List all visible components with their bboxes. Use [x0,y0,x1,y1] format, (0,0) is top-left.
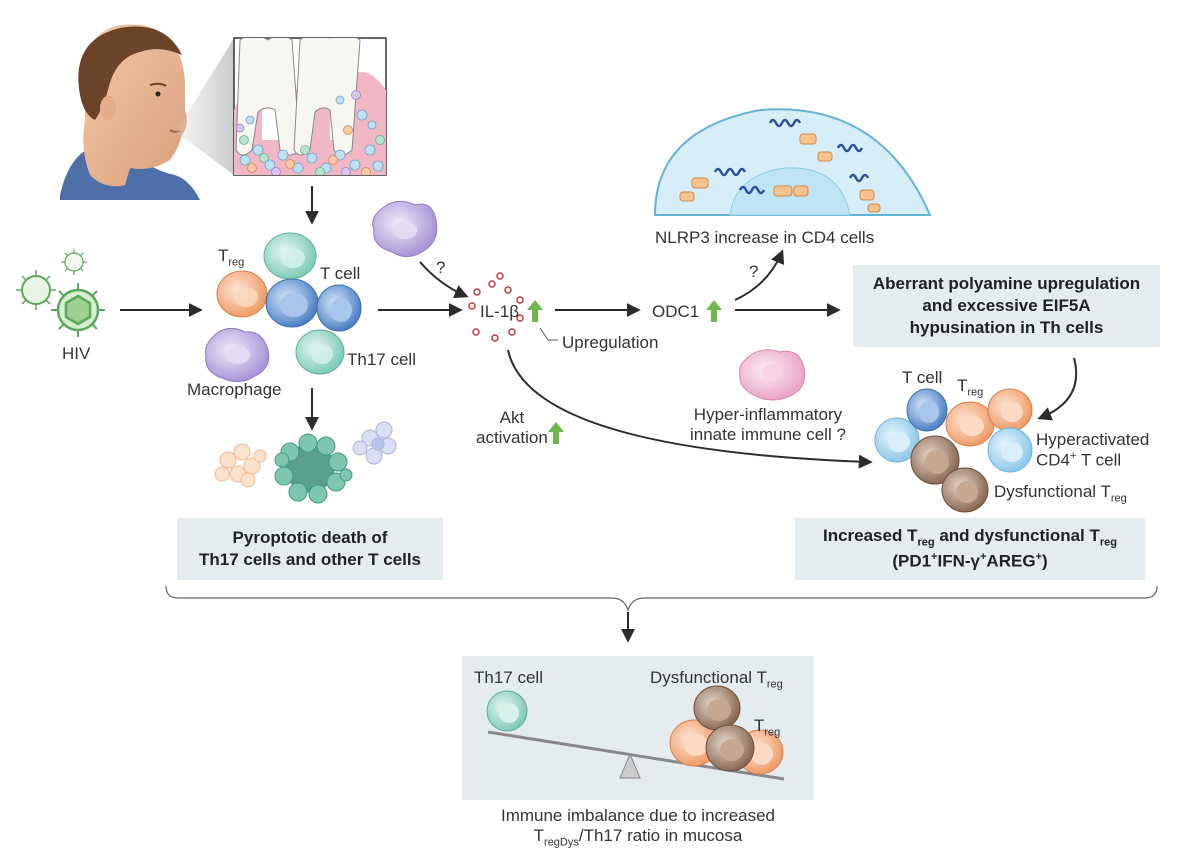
zoom-wedge [176,38,234,175]
t-cell-label: T cell [320,264,361,283]
dysfunctional-treg-label: Dysfunctional Treg [994,482,1127,505]
hyperactivated-end: T cell [1076,450,1122,470]
pyroptotic-death-box: Pyroptotic death of Th17 cells and other… [177,518,443,580]
treg-cell [216,270,268,318]
th17-cell-top [263,232,317,280]
increased-line2: (PD1+IFN-γ+AREG+) [823,550,1117,573]
caption: Immune imbalance due to increased TregDy… [462,806,814,849]
hyperactivated-label: Hyperactivated CD4+ T cell [1036,430,1149,470]
hyperactivated-line1: Hyperactivated [1036,430,1150,449]
pyroptotic-line2: Th17 cells and other T cells [198,550,422,569]
flow-arrows [120,186,1078,643]
increased-sup1: + [931,550,938,563]
balance-dysfunctional-label: Dysfunctional Treg [650,668,783,691]
polyamine-line1: Aberrant polyamine upregulation [872,273,1141,293]
macrophage-cell-top [372,200,438,257]
hiv-virus-icon [16,249,105,337]
patient-head-illustration [60,24,200,200]
increased-b: and dysfunctional T [934,526,1100,546]
akt-line2: activation [476,427,548,447]
th17-cell-label: Th17 cell [347,350,416,369]
hyper-innate-line1: Hyper-inflammatory [693,405,843,424]
increased-l2a: (PD1 [892,551,932,571]
caption-line1: Immune imbalance due to increased [500,806,776,825]
question-mark-nlrp3: ? [749,262,759,281]
caption-t: T [533,825,545,845]
il1b-label: IL-1β [480,302,520,321]
polyamine-upregulation-box: Aberrant polyamine upregulation and exce… [853,265,1160,347]
increased-a: Increased T [822,526,918,546]
polyamine-line2: and excessive EIF5A [922,295,1091,315]
caption-sub: regDys [544,835,579,848]
increased-line1: Increased Treg and dysfunctional Treg [823,525,1117,550]
odc1-label: ODC1 [652,302,700,321]
balance-treg-sub: reg [764,726,781,739]
polyamine-line3: hypusination in Th cells [909,318,1104,338]
hiv-label: HIV [62,344,91,363]
akt-line1: Akt [499,408,525,427]
hyper-innate-line2: innate immune cell ? [690,424,846,444]
increased-sup2: + [979,550,987,563]
balance-treg-base: T [754,716,765,735]
th17-cell-bottom [295,329,345,375]
treg-label-sub: reg [228,256,245,269]
t-cell-right [316,284,362,332]
balance-scale [486,685,785,781]
akt-activation-label: Akt activation [476,408,548,447]
increased-sub1: reg [917,536,935,549]
hyperactivated-cd4: CD4 [1036,450,1071,470]
balance-th17-label: Th17 cell [474,668,543,687]
hyperactivated-line2: CD4+ T cell [1036,450,1149,470]
increased-l2c: AREG [986,551,1036,571]
il1b-cytokine-dots [468,272,524,342]
increased-sup3: + [1035,550,1042,563]
gum-tissue-inset [233,37,387,176]
hyper-innate-label: Hyper-inflammatory innate immune cell ? [690,405,846,444]
right-treg-base: T [957,376,968,395]
increased-treg-box: Increased Treg and dysfunctional Treg (P… [795,518,1145,580]
hyperactivated-sup: + [1070,449,1077,462]
treg-label: Treg [218,246,244,269]
dysfunctional-base: Dysfunctional T [994,482,1111,501]
increased-sub2: reg [1099,536,1118,549]
nlrp3-label: NLRP3 increase in CD4 cells [655,228,875,247]
increased-l2d: ) [1041,551,1048,571]
upregulation-connector [539,327,558,341]
balance-treg-label: Treg [754,716,780,739]
right-treg-label: Treg [957,376,983,399]
treg-label-base: T [218,246,229,265]
question-mark-macrophage: ? [436,258,446,277]
caption-line2: TregDys/Th17 ratio in mucosa [462,826,814,849]
pyroptotic-cells [214,421,397,504]
increased-l2b: IFN-γ [937,551,980,571]
right-t-cell-label: T cell [902,368,943,387]
upregulation-label: Upregulation [562,333,659,352]
cd4-cell-nucleus [653,108,932,216]
macrophage-label: Macrophage [187,380,282,399]
up-arrow-akt [548,422,564,444]
right-cell-cluster [874,388,1033,513]
central-cell-cluster [205,232,362,382]
up-arrow-il1b [527,300,543,322]
right-treg-sub: reg [967,386,984,399]
summary-brace [165,585,1158,612]
t-cell-center [265,278,319,328]
balance-dys-sub: reg [766,678,783,691]
balance-dys-base: Dysfunctional T [650,668,767,687]
pyroptotic-line1: Pyroptotic death of [232,527,388,547]
hyper-inflammatory-cell [739,349,806,401]
dysfunctional-sub: reg [1110,492,1127,505]
up-arrow-odc1 [706,300,722,322]
caption-rest: /Th17 ratio in mucosa [578,825,743,845]
macrophage-cell [205,327,270,382]
